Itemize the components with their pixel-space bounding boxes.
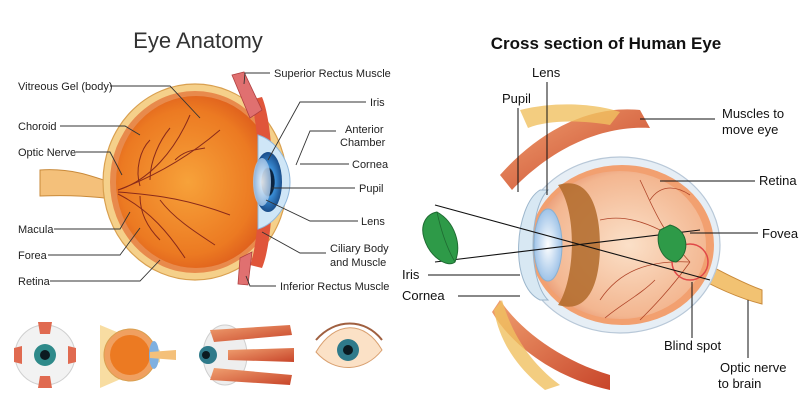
right-labels: Lens Pupil Muscles to move eye Retina Fo… — [402, 65, 799, 391]
left-title: Eye Anatomy — [133, 28, 263, 53]
lower-muscle-shape — [492, 300, 610, 390]
label-anterior-2: Chamber — [340, 137, 386, 149]
leaf-object — [422, 211, 459, 265]
label-r-iris: Iris — [402, 267, 420, 282]
label-r-blind-spot: Blind spot — [664, 338, 721, 353]
label-ciliary-1: Ciliary Body — [330, 243, 389, 255]
right-title: Cross section of Human Eye — [491, 34, 722, 53]
eye-icon-front — [14, 322, 76, 388]
right-eye-diagram — [422, 104, 763, 390]
label-choroid: Choroid — [18, 121, 57, 133]
superior-rectus-shape — [231, 71, 263, 119]
blind-spot-circle — [671, 243, 709, 281]
label-cornea: Cornea — [352, 159, 389, 171]
label-r-pupil: Pupil — [502, 91, 531, 106]
label-r-optic-2: to brain — [718, 376, 761, 391]
left-eye-diagram — [39, 71, 291, 286]
label-pupil: Pupil — [359, 183, 383, 195]
label-ciliary-2: and Muscle — [330, 257, 386, 269]
leaf-image — [657, 224, 687, 263]
cornea-right-shape — [518, 189, 550, 301]
label-r-muscles-2: move eye — [722, 122, 778, 137]
label-r-optic-1: Optic nerve — [720, 360, 786, 375]
label-r-muscles-1: Muscles to — [722, 106, 784, 121]
label-vitreous: Vitreous Gel (body) — [18, 81, 113, 93]
ray-bottom — [434, 229, 701, 263]
left-leader-lines — [48, 72, 366, 287]
label-r-cornea: Cornea — [402, 288, 445, 303]
right-leader-lines — [428, 82, 758, 358]
label-r-retina: Retina — [759, 173, 797, 188]
label-forea: Forea — [18, 250, 48, 262]
lower-fat-shape — [494, 300, 560, 390]
ray-top — [434, 204, 711, 281]
eye-icon-section — [100, 325, 176, 388]
label-r-fovea: Fovea — [762, 226, 799, 241]
lens-right-shape — [533, 208, 563, 282]
inferior-rectus-shape — [237, 251, 253, 286]
upper-muscle-shape — [500, 109, 650, 190]
eye-icon-external — [315, 322, 383, 368]
eye-icon-muscles — [199, 324, 294, 386]
label-inferior-rectus: Inferior Rectus Muscle — [280, 281, 389, 293]
label-anterior-1: Anterior — [345, 124, 384, 136]
label-iris: Iris — [370, 97, 385, 109]
lens-shape — [253, 158, 271, 206]
retinal-vessels — [117, 114, 231, 259]
label-optic-nerve: Optic Nerve — [18, 147, 76, 159]
label-lens: Lens — [361, 216, 385, 228]
label-retina: Retina — [18, 276, 51, 288]
left-labels: Vitreous Gel (body) Choroid Optic Nerve … — [18, 68, 391, 293]
upper-fat-shape — [520, 104, 620, 128]
label-r-lens: Lens — [532, 65, 561, 80]
vitreous-body — [116, 96, 276, 268]
label-macula: Macula — [18, 224, 54, 236]
label-superior-rectus: Superior Rectus Muscle — [274, 68, 391, 80]
